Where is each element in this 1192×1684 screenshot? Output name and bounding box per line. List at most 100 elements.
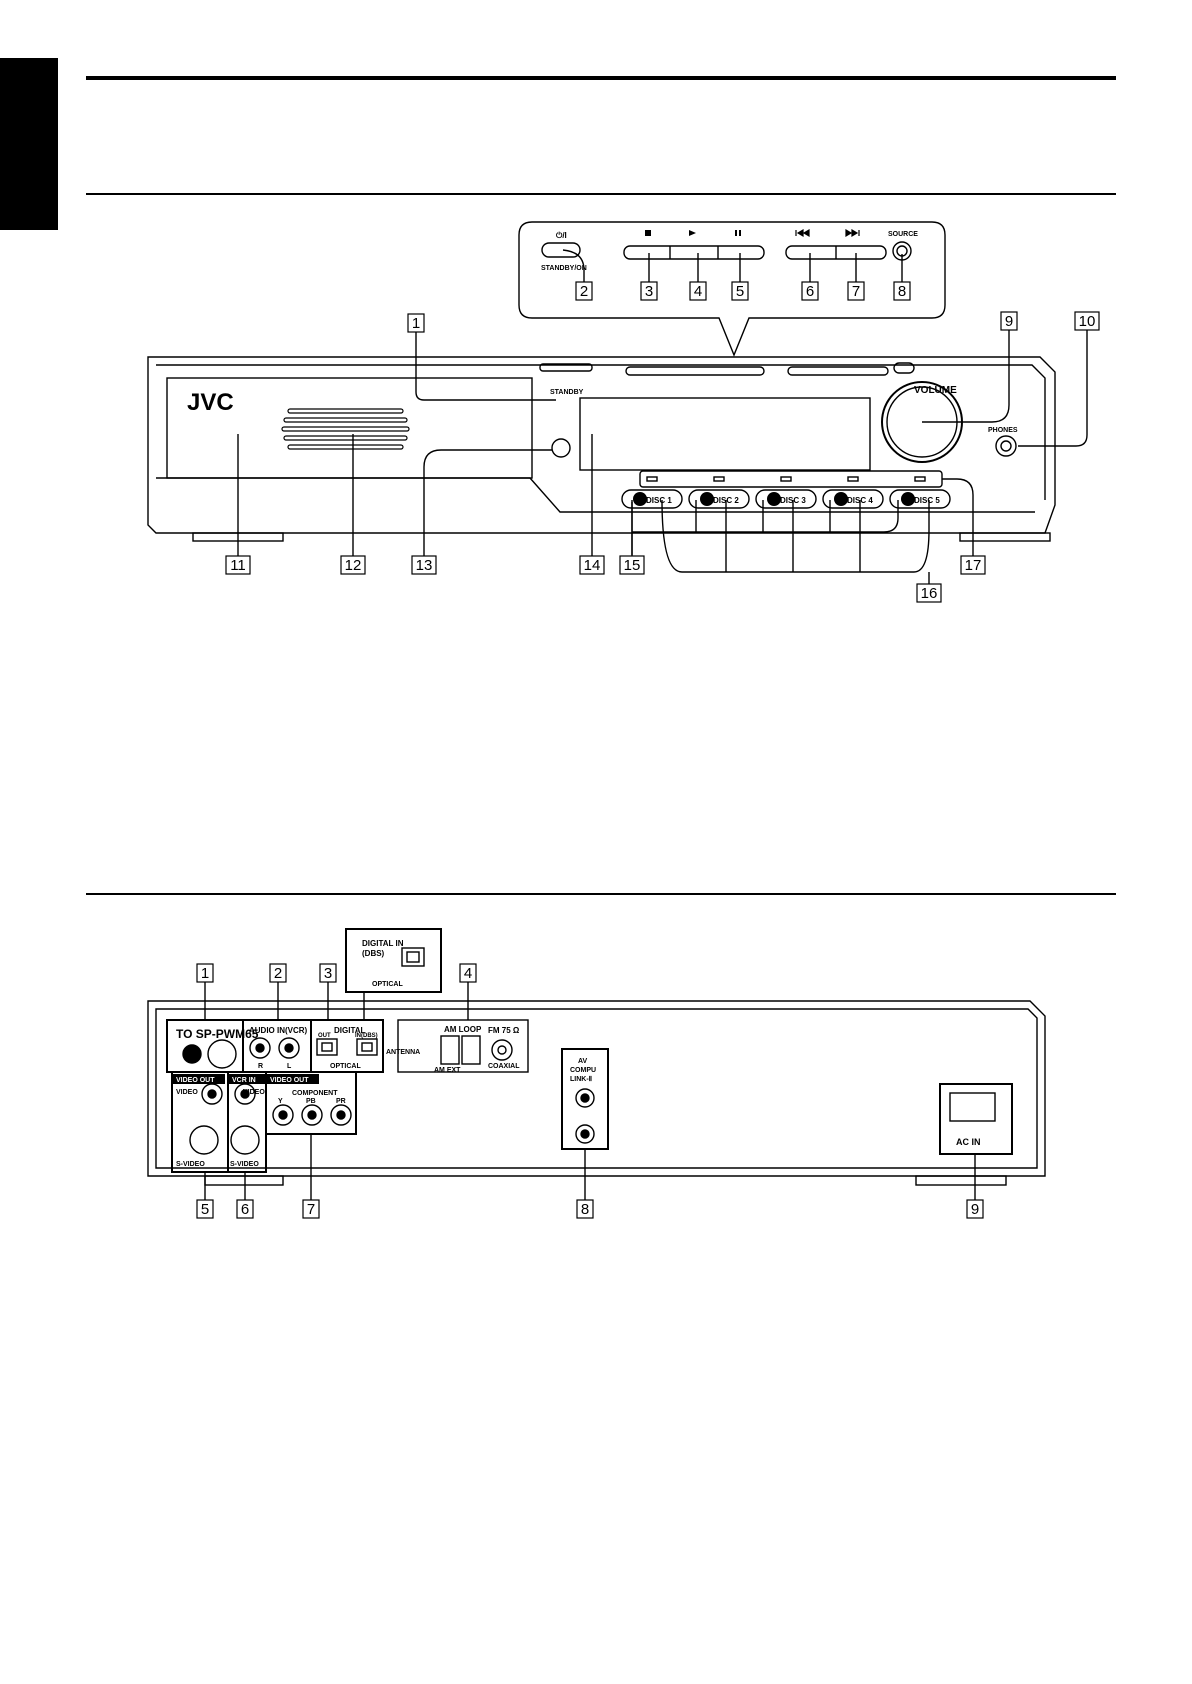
front-callout-4: 4 bbox=[689, 281, 707, 301]
disc-buttons: DISC 1 DISC 2 DISC 3 DISC 4 DISC 5 bbox=[621, 489, 951, 509]
front-callout-15: 15 bbox=[619, 555, 645, 575]
play-icon bbox=[689, 230, 696, 236]
digital-label: DIGITAL bbox=[334, 1026, 366, 1035]
front-callout-17: 17 bbox=[960, 555, 986, 575]
rear-callout-2: 2 bbox=[269, 963, 287, 983]
svg-text:17: 17 bbox=[965, 557, 982, 574]
svg-text:16: 16 bbox=[921, 585, 938, 602]
inset-dbs-label: (DBS) bbox=[362, 949, 385, 958]
am-ext-label: AM EXT bbox=[434, 1067, 461, 1074]
disc-button-2: DISC 2 bbox=[688, 489, 750, 509]
front-leader-lines bbox=[237, 249, 1088, 584]
power-symbol-label: ⏻/I bbox=[556, 231, 567, 240]
svg-text:7: 7 bbox=[852, 283, 860, 300]
audio-r-label: R bbox=[258, 1063, 263, 1070]
rear-callouts: 1 2 3 4 5 6 7 8 9 bbox=[196, 963, 984, 1219]
inset-digital-in-label: DIGITAL IN bbox=[362, 939, 404, 948]
front-panel-illustration bbox=[147, 356, 1056, 542]
front-callout-2: 2 bbox=[575, 281, 593, 301]
svg-text:9: 9 bbox=[971, 1201, 979, 1218]
svg-text:8: 8 bbox=[581, 1201, 589, 1218]
language-tab bbox=[0, 58, 58, 230]
phones-label: PHONES bbox=[988, 427, 1018, 434]
next-icon bbox=[845, 228, 860, 238]
coaxial-label: COAXIAL bbox=[488, 1063, 520, 1070]
component-label: COMPONENT bbox=[292, 1090, 338, 1097]
section-rule-rear bbox=[86, 893, 1116, 895]
brand-logo: JVC bbox=[187, 389, 234, 416]
disc-button-3: DISC 3 bbox=[755, 489, 817, 509]
am-loop-label: AM LOOP bbox=[444, 1025, 482, 1034]
front-callout-10: 10 bbox=[1074, 311, 1100, 331]
disc-button-5: DISC 5 bbox=[889, 489, 951, 509]
front-callout-3: 3 bbox=[640, 281, 658, 301]
stop-icon bbox=[645, 230, 651, 236]
svg-text:6: 6 bbox=[806, 283, 814, 300]
svg-text:5: 5 bbox=[736, 283, 744, 300]
disc-5-label: DISC 5 bbox=[914, 496, 940, 505]
disc-1-label: DISC 1 bbox=[646, 496, 672, 505]
svg-text:15: 15 bbox=[624, 557, 641, 574]
comp-y-label: Y bbox=[278, 1098, 283, 1105]
audio-l-label: L bbox=[287, 1063, 292, 1070]
vcr-in-label: VCR IN bbox=[232, 1077, 256, 1084]
front-callout-8: 8 bbox=[893, 281, 911, 301]
front-callout-11: 11 bbox=[225, 555, 251, 575]
rear-callout-5: 5 bbox=[196, 1199, 214, 1219]
svg-text:1: 1 bbox=[412, 315, 420, 332]
front-callouts: 1 2 3 4 5 6 7 8 9 10 11 12 13 14 15 16 1… bbox=[225, 281, 1100, 603]
disc-button-4: DISC 4 bbox=[822, 489, 884, 509]
compu-label: COMPU bbox=[570, 1067, 596, 1074]
standby-on-label: STANDBY/ON bbox=[541, 265, 587, 272]
front-callout-16: 16 bbox=[916, 583, 942, 603]
rear-callout-7: 7 bbox=[302, 1199, 320, 1219]
rear-callout-1: 1 bbox=[196, 963, 214, 983]
rear-callout-6: 6 bbox=[236, 1199, 254, 1219]
volume-label: VOLUME bbox=[914, 385, 957, 396]
video-1-label: VIDEO bbox=[176, 1089, 198, 1096]
svg-text:13: 13 bbox=[416, 557, 433, 574]
digital-in-label: IN(DBS) bbox=[355, 1033, 378, 1039]
section-rule-front bbox=[86, 193, 1116, 195]
front-callout-9: 9 bbox=[1000, 311, 1018, 331]
svg-text:3: 3 bbox=[324, 965, 332, 982]
grille bbox=[281, 408, 410, 450]
ac-in-label: AC IN bbox=[956, 1137, 981, 1147]
svg-text:3: 3 bbox=[645, 283, 653, 300]
pause-icon bbox=[735, 230, 737, 236]
digital-out-label: OUT bbox=[318, 1033, 331, 1039]
svg-text:2: 2 bbox=[580, 283, 588, 300]
comp-pr-label: PR bbox=[336, 1098, 346, 1105]
video-out-1-label: VIDEO OUT bbox=[176, 1077, 215, 1084]
video-out-2-label: VIDEO OUT bbox=[270, 1077, 309, 1084]
svg-text:1: 1 bbox=[201, 965, 209, 982]
front-callout-12: 12 bbox=[340, 555, 366, 575]
svg-text:9: 9 bbox=[1005, 313, 1013, 330]
svg-text:12: 12 bbox=[345, 557, 362, 574]
fm-label: FM 75 Ω bbox=[488, 1026, 520, 1035]
audio-in-label: AUDIO IN(VCR) bbox=[249, 1026, 308, 1035]
rear-panel-illustration bbox=[147, 928, 1046, 1186]
front-callout-13: 13 bbox=[411, 555, 437, 575]
to-subwoofer-label: TO SP-PWM65 bbox=[176, 1027, 259, 1041]
header-rule bbox=[86, 76, 1116, 80]
svg-text:7: 7 bbox=[307, 1201, 315, 1218]
standby-indicator-label: STANDBY bbox=[550, 389, 584, 396]
svg-text:4: 4 bbox=[464, 965, 472, 982]
rear-leader-lines bbox=[204, 982, 976, 1200]
svg-text:6: 6 bbox=[241, 1201, 249, 1218]
source-label: SOURCE bbox=[888, 231, 918, 238]
svg-text:2: 2 bbox=[274, 965, 282, 982]
inset-optical-label: OPTICAL bbox=[372, 981, 403, 988]
front-callout-7: 7 bbox=[847, 281, 865, 301]
rear-callout-4: 4 bbox=[459, 963, 477, 983]
control-zoom-bubble bbox=[518, 221, 946, 357]
svg-text:11: 11 bbox=[230, 557, 246, 574]
svg-text:8: 8 bbox=[898, 283, 906, 300]
comp-pb-label: PB bbox=[306, 1098, 316, 1105]
av-label: AV bbox=[578, 1058, 588, 1065]
front-callout-1: 1 bbox=[407, 313, 425, 333]
disc-button-1: DISC 1 bbox=[621, 489, 683, 509]
link-label: LINK-Ⅱ bbox=[570, 1075, 592, 1083]
video-2-label: VIDEO bbox=[243, 1089, 265, 1096]
